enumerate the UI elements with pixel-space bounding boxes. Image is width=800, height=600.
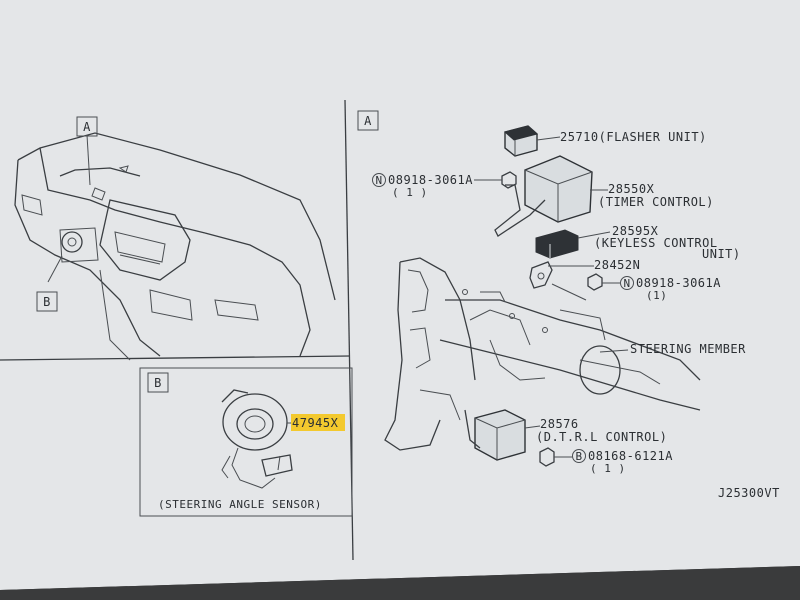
diagram-code: J25300VT <box>718 486 780 500</box>
flasher-unit-label: 25710(FLASHER UNIT) <box>560 130 707 144</box>
bolt-3-qty: ( 1 ) <box>590 462 626 475</box>
bolt-3-symbol: B <box>575 450 582 463</box>
bolt-1-qty: ( 1 ) <box>392 186 428 199</box>
monitor-bottom-edge <box>0 566 800 600</box>
keyless-part-name-2: UNIT) <box>702 247 741 261</box>
keyless-leader-line <box>577 231 611 239</box>
svg-text:A: A <box>364 114 372 128</box>
bolt-1-illustration <box>501 171 517 189</box>
callout-box-b-inset: B <box>147 372 169 393</box>
bolt-3-illustration <box>539 447 555 467</box>
bracket-illustration <box>529 261 553 289</box>
svg-text:B: B <box>43 295 51 309</box>
steering-member-label: STEERING MEMBER <box>630 342 746 356</box>
drl-leader-line <box>524 425 541 429</box>
sensor-part-highlight <box>291 414 345 431</box>
svg-text:A: A <box>83 120 91 134</box>
bolt-2-qty: (1) <box>646 289 667 302</box>
sensor-part-number: 47945X <box>292 416 339 430</box>
bolt-2-part-number: 08918-3061A <box>636 276 721 290</box>
bracket-part-number: 28452N <box>594 258 640 272</box>
flasher-unit-illustration <box>503 125 539 157</box>
svg-text:B: B <box>154 376 162 390</box>
drl-part-number: 28576 <box>540 417 579 431</box>
keyless-part-number: 28595X <box>612 224 659 238</box>
panel-divider-horizontal <box>0 355 351 361</box>
bolt-3-part-number: 08168-6121A <box>588 449 673 463</box>
bolt-1-symbol-circle <box>372 173 386 187</box>
callout-box-a-right: A <box>357 110 379 131</box>
sensor-caption: (STEERING ANGLE SENSOR) <box>158 498 322 511</box>
bolt-2-illustration <box>551 273 603 301</box>
keyless-control-illustration <box>535 229 579 259</box>
inset-b-frame <box>139 367 353 517</box>
timer-part-name: (TIMER CONTROL) <box>598 195 714 209</box>
bolt-2-symbol: N <box>623 277 630 290</box>
callout-box-b-left: B <box>36 291 58 312</box>
steering-member-illustration <box>384 257 701 451</box>
bolt-1-symbol: N <box>375 174 382 187</box>
timer-part-number: 28550X <box>608 182 655 196</box>
steering-angle-sensor-illustration <box>221 389 293 489</box>
steering-member-leader-line <box>599 349 629 353</box>
flasher-leader-line <box>536 136 561 141</box>
drl-part-name: (D.T.R.L CONTROL) <box>536 430 667 444</box>
bolt-3-symbol-circle <box>572 449 586 463</box>
keyless-part-name: (KEYLESS CONTROL <box>594 236 718 250</box>
bolt-2-symbol-circle <box>620 276 634 290</box>
drl-control-illustration <box>464 409 526 461</box>
dashboard-illustration <box>14 132 336 361</box>
bolt-1-part-number: 08918-3061A <box>388 173 473 187</box>
callout-box-a-left: A <box>76 116 98 137</box>
